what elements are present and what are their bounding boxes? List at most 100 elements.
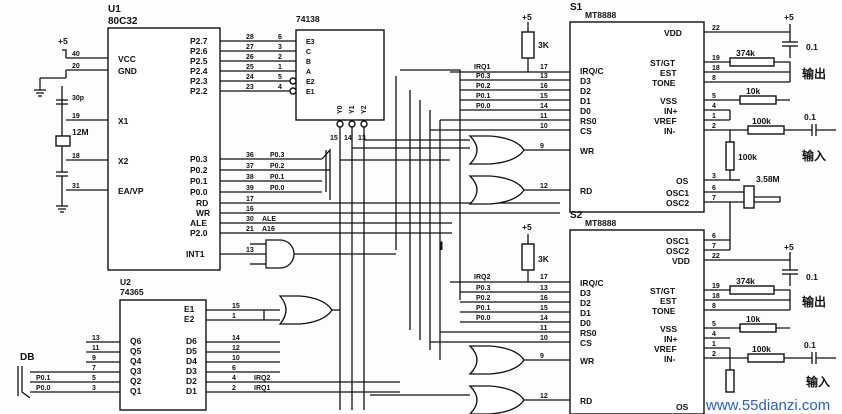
u1-p0-net: P0.0 (270, 185, 285, 192)
label: VREF (654, 116, 677, 126)
label: IRQ1 (474, 64, 490, 71)
u2-ref: U2 (120, 277, 131, 287)
label: OSC1 (666, 188, 689, 198)
u1-pin-num: 18 (72, 153, 80, 160)
label: +5 (522, 12, 532, 22)
label: 3 (712, 173, 716, 180)
label: CS (580, 126, 592, 136)
u1-p2-name: P2.6 (190, 46, 208, 56)
label: E1 (184, 304, 195, 314)
u1-cap-label: 30p (72, 95, 84, 102)
label: 8 (712, 75, 716, 82)
u1-ctrl-net: ALE (262, 216, 276, 223)
label: VDD (672, 256, 690, 266)
label: D3 (186, 366, 197, 376)
label: 15 (540, 93, 548, 100)
s1-input-label: 输入 (802, 148, 826, 163)
label: +5 (522, 222, 532, 232)
label: 14 (540, 315, 548, 322)
u1-part: 80C32 (108, 16, 138, 27)
wire (62, 49, 67, 58)
label: 10 (540, 335, 548, 342)
u2-body (119, 299, 207, 411)
s2-r4 (725, 369, 735, 393)
label: OS (676, 402, 689, 412)
label: Y0 (337, 105, 344, 114)
label: TONE (652, 78, 676, 88)
label: C (306, 49, 311, 56)
wire (774, 61, 791, 82)
label: 13 (92, 335, 100, 342)
label: 16 (540, 295, 548, 302)
label: 374k (736, 48, 755, 58)
label: 7 (712, 243, 716, 250)
u1-p2-num: 25 (246, 64, 254, 71)
label: P0.1 (476, 305, 491, 312)
label: VREF (654, 344, 677, 354)
u1-pin-num: 20 (72, 63, 80, 70)
label: IN+ (664, 334, 678, 344)
u1-p0-name: P0.3 (190, 154, 208, 164)
label: 15 (232, 303, 240, 310)
label: 5 (712, 93, 716, 100)
u1-ctrl-name: RD (196, 198, 208, 208)
s1-r3 (747, 125, 785, 135)
u1-p0-net: P0.2 (270, 163, 285, 170)
label: 17 (540, 64, 548, 71)
label: 7 (712, 195, 716, 202)
label: WR (580, 356, 594, 366)
label: Y2 (361, 105, 368, 114)
label: 100k (752, 344, 771, 354)
label: VSS (660, 96, 677, 106)
label: 2 (712, 351, 716, 358)
u1-p2-name: P2.5 (190, 56, 208, 66)
label: 15 (540, 305, 548, 312)
label: VDD (664, 28, 682, 38)
u1-p2-num: 28 (246, 34, 254, 41)
label: RS0 (580, 116, 597, 126)
label: 6 (712, 185, 716, 192)
label: 5 (712, 321, 716, 328)
u1-xtal-label: 12M (72, 127, 89, 137)
label: 2 (278, 54, 282, 61)
label: 0.1 (804, 340, 816, 350)
s2-r3 (747, 353, 785, 363)
u1-p2-num: 27 (246, 44, 254, 51)
label: D4 (186, 356, 197, 366)
u1-pin-num: 31 (72, 183, 80, 190)
label: 100k (738, 152, 757, 162)
u1-ref: U1 (108, 4, 121, 15)
u1-chip: U1 80C32 40 VCC 20 GND 19 X1 18 X2 31 EA… (34, 4, 560, 271)
label: 12 (232, 345, 240, 352)
inversion-bubble (289, 77, 297, 85)
s2-ref: S2 (570, 210, 583, 221)
and-gate (265, 239, 295, 269)
label: 18 (712, 65, 720, 72)
label: IRQ2 (254, 375, 270, 382)
u1-p0-num: 36 (246, 152, 254, 159)
wire (754, 196, 781, 202)
label: 9 (540, 353, 544, 360)
label: D0 (580, 318, 591, 328)
bus-wiring: ▌ (321, 69, 470, 396)
label: 1 (712, 341, 716, 348)
label: Q4 (130, 356, 142, 366)
u1-vcc-label: +5 (58, 36, 68, 46)
label: 13 (540, 73, 548, 80)
watermark: www.55dianzi.com (705, 397, 830, 414)
s1-rd-or-gate (468, 175, 525, 205)
u1-pin-name: X2 (118, 156, 129, 166)
label: IN+ (664, 106, 678, 116)
label: A (306, 69, 311, 76)
u1-p2-num: 24 (246, 74, 254, 81)
label: E3 (306, 39, 315, 46)
u1-p0-net: P0.1 (270, 174, 285, 181)
label: 22 (712, 25, 720, 32)
u1-p0-num: 37 (246, 163, 254, 170)
label: 3 (278, 44, 282, 51)
label: 10k (746, 314, 760, 324)
